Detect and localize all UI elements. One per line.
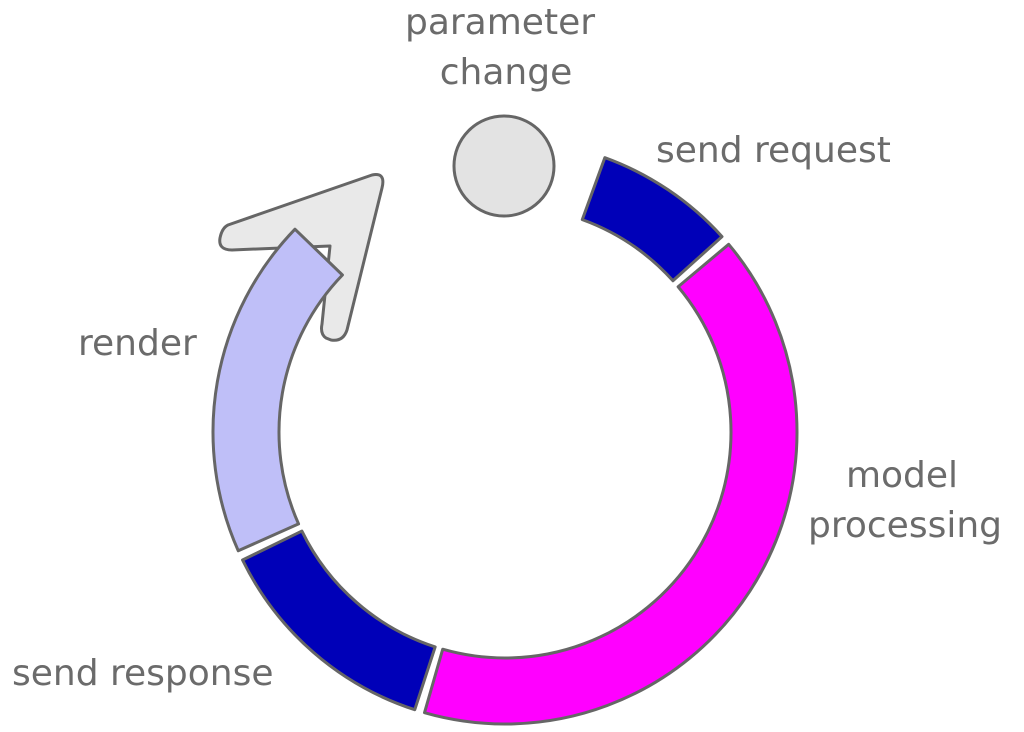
send-response-label: send response <box>12 653 274 694</box>
parameter-change-label-line2: change <box>440 52 573 93</box>
ring-segment-render <box>211 227 344 553</box>
send-request-label: send request <box>656 130 891 171</box>
parameter-change-label-line1: parameter <box>405 2 595 43</box>
process-ring <box>211 156 799 726</box>
parameter-change-node <box>452 114 556 218</box>
return-arrow-head <box>218 173 385 342</box>
render-label: render <box>78 323 197 364</box>
ring-segment-send-response <box>241 529 437 712</box>
model-processing-label-line2: processing <box>808 505 1002 546</box>
ring-segment-send-request <box>580 156 724 283</box>
model-processing-label-line1: model <box>846 455 958 496</box>
ring-segment-model-processing <box>423 242 799 726</box>
